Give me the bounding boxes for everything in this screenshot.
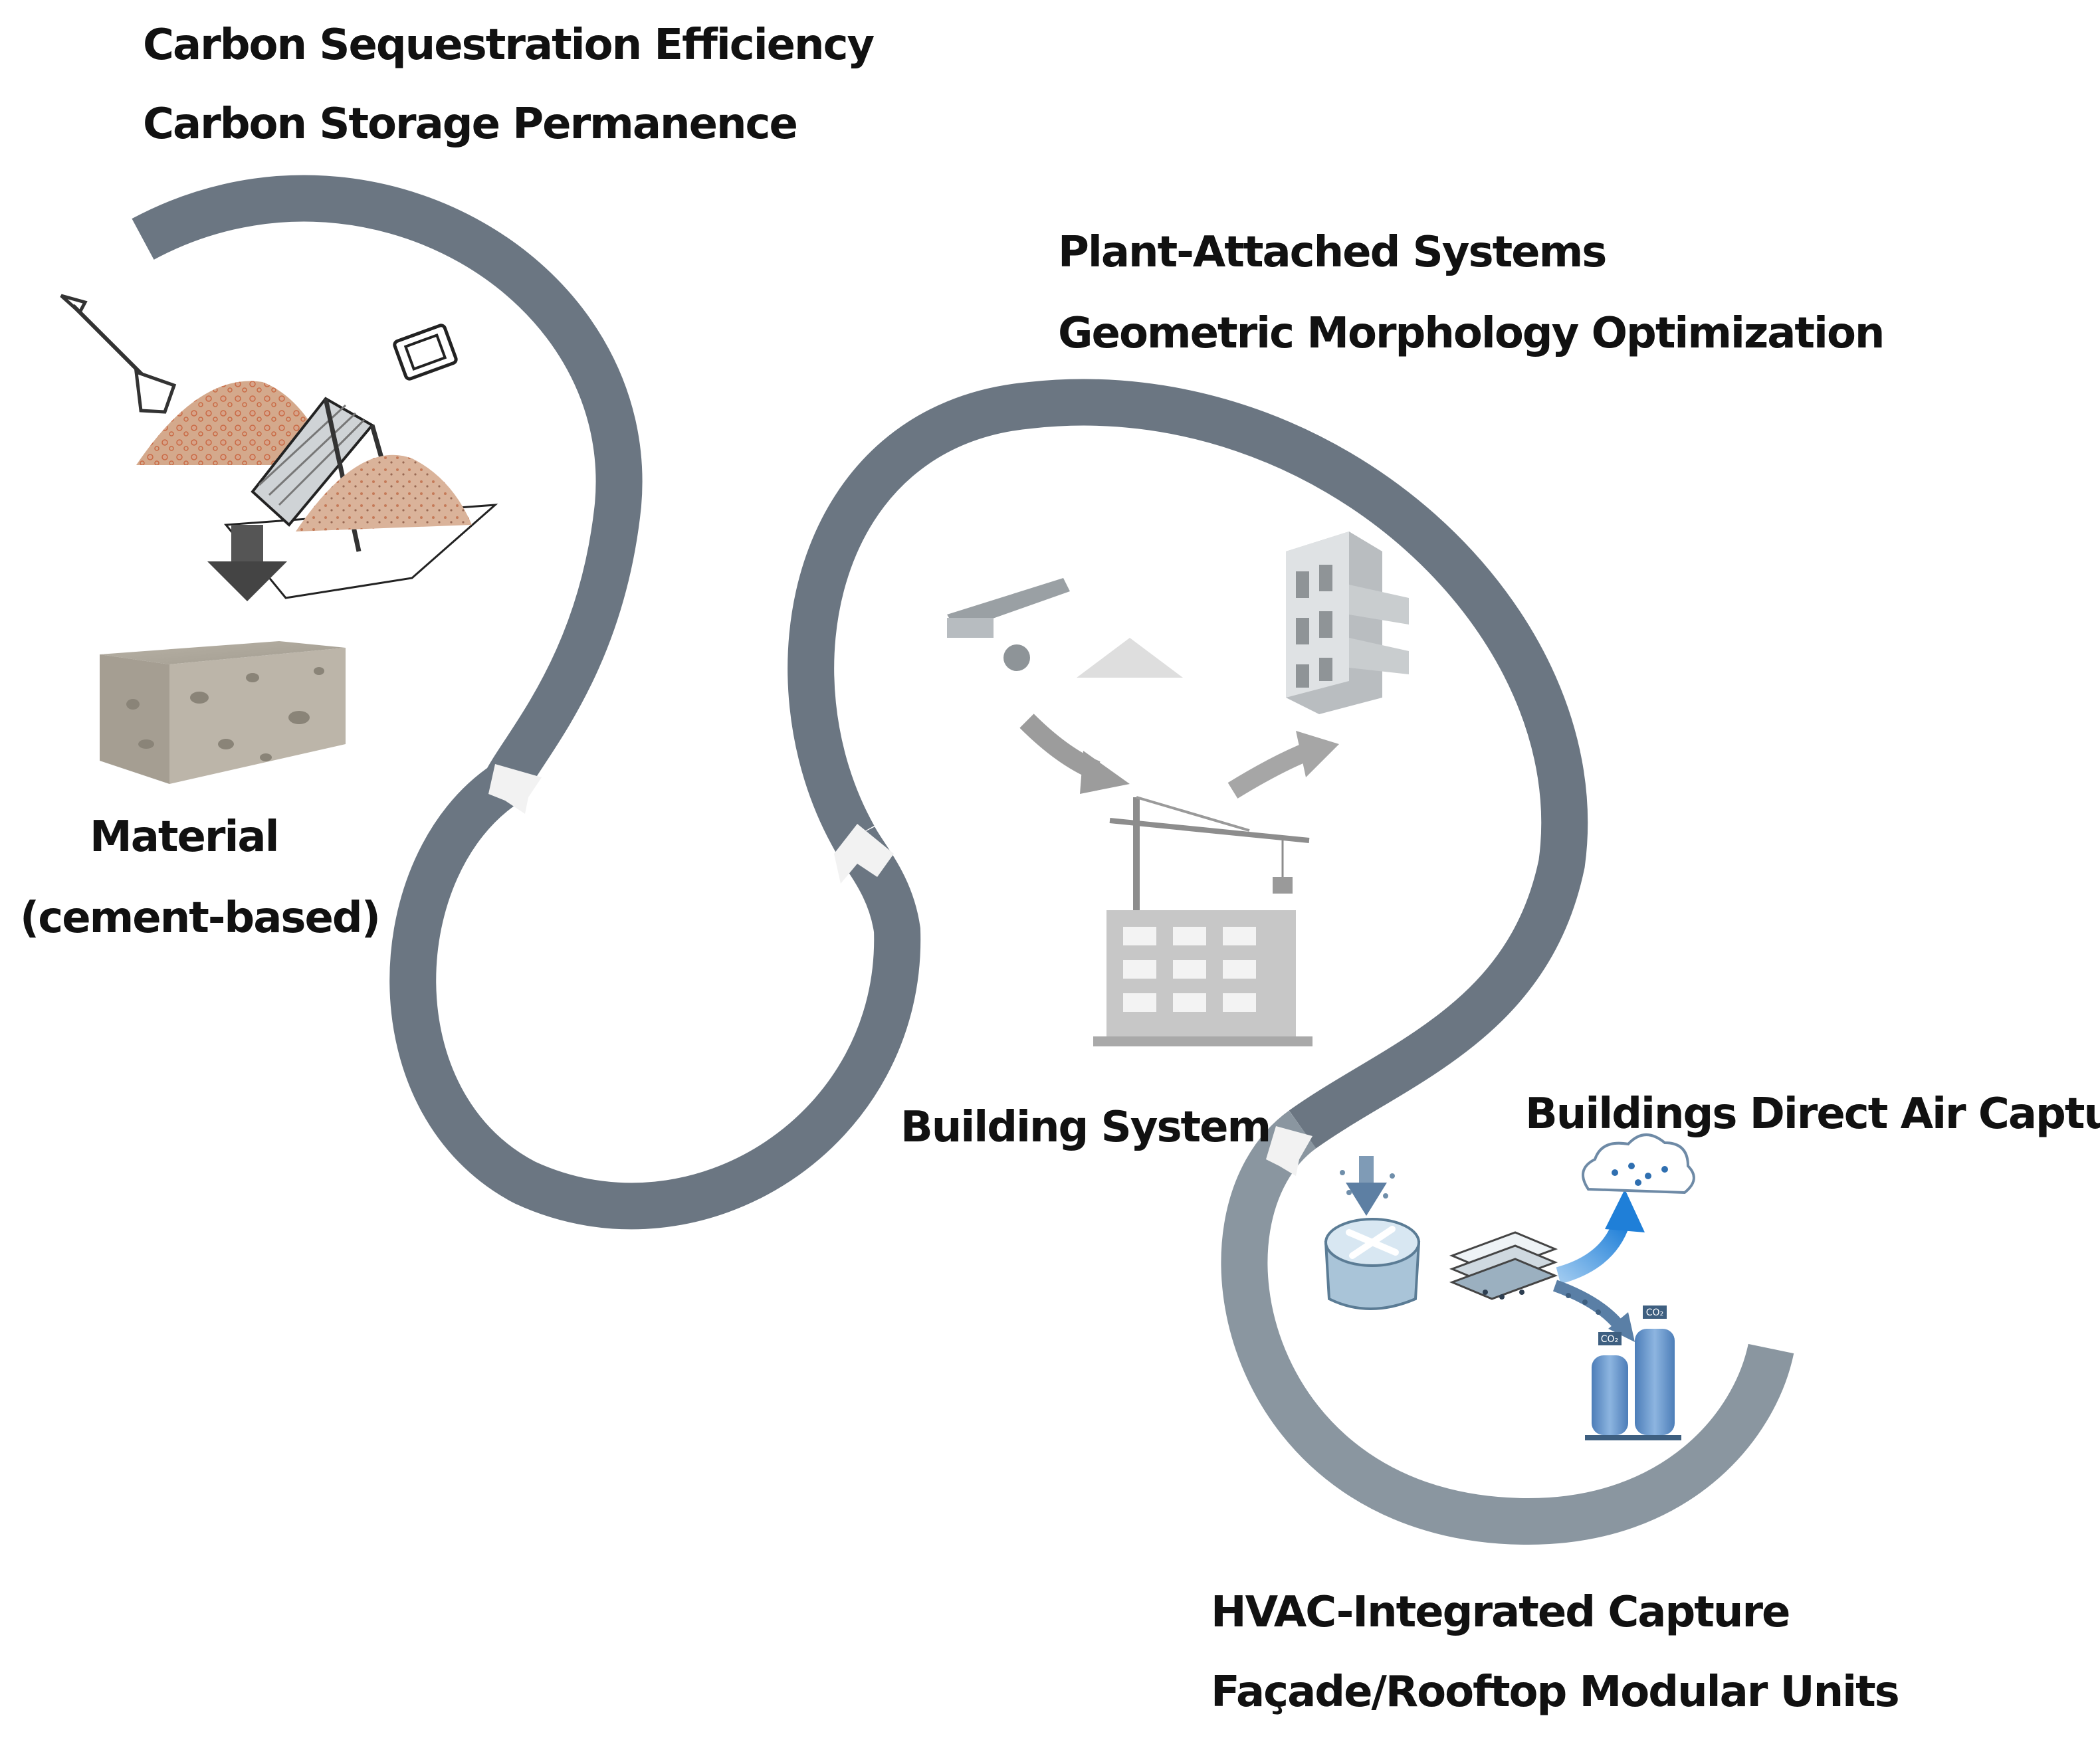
building-benefit-2: Geometric Morphology Optimization: [1058, 309, 1885, 358]
filter-layers-icon: [1449, 1231, 1558, 1300]
chevron-down-icon: [488, 764, 542, 814]
gas-cylinder-icon: CO₂ CO₂: [1585, 1305, 1681, 1440]
sand-pile-icon: [296, 454, 472, 532]
sieve-frame-icon: [224, 397, 498, 599]
process-arrow-icon-2: [1227, 731, 1339, 799]
dac-title: Buildings Direct Air Capture: [1525, 1090, 2100, 1139]
material-title: Material: [90, 813, 279, 862]
concrete-block-icon: [100, 641, 346, 784]
material-benefit-1: Carbon Sequestration Efficiency: [143, 21, 875, 70]
conveyor-icon: [947, 578, 1183, 678]
crane-construction-icon: [1093, 796, 1312, 1046]
chevron-up-icon: [834, 824, 894, 884]
material-benefit-2: Carbon Storage Permanence: [143, 100, 798, 149]
dac-benefit-1: HVAC-Integrated Capture: [1211, 1588, 1790, 1637]
cylinder-label-2: CO₂: [1646, 1307, 1663, 1318]
building-benefit-1: Plant-Attached Systems: [1058, 228, 1607, 277]
package-icon: [393, 324, 458, 381]
down-arrow-icon: [207, 525, 287, 601]
cylinder-label: CO₂: [1601, 1334, 1618, 1345]
shovel-icon: [60, 294, 177, 414]
process-arrow-icon: [1019, 714, 1130, 794]
fan-unit-icon: [1324, 1218, 1421, 1310]
finished-building-icon: [1286, 532, 1409, 714]
material-subtitle: (cement-based): [20, 894, 381, 943]
flow-ribbon: [132, 175, 1794, 1545]
dac-benefit-2: Façade/Rooftop Modular Units: [1211, 1668, 1900, 1717]
output-arrow-icon: [1552, 1189, 1645, 1342]
aggregate-pile-icon: [136, 381, 332, 465]
chevron-down-icon-2: [1266, 1126, 1312, 1176]
air-inlet-arrow-icon: [1340, 1156, 1395, 1216]
building-title: Building System: [900, 1103, 1271, 1152]
cloud-icon: [1582, 1133, 1695, 1195]
